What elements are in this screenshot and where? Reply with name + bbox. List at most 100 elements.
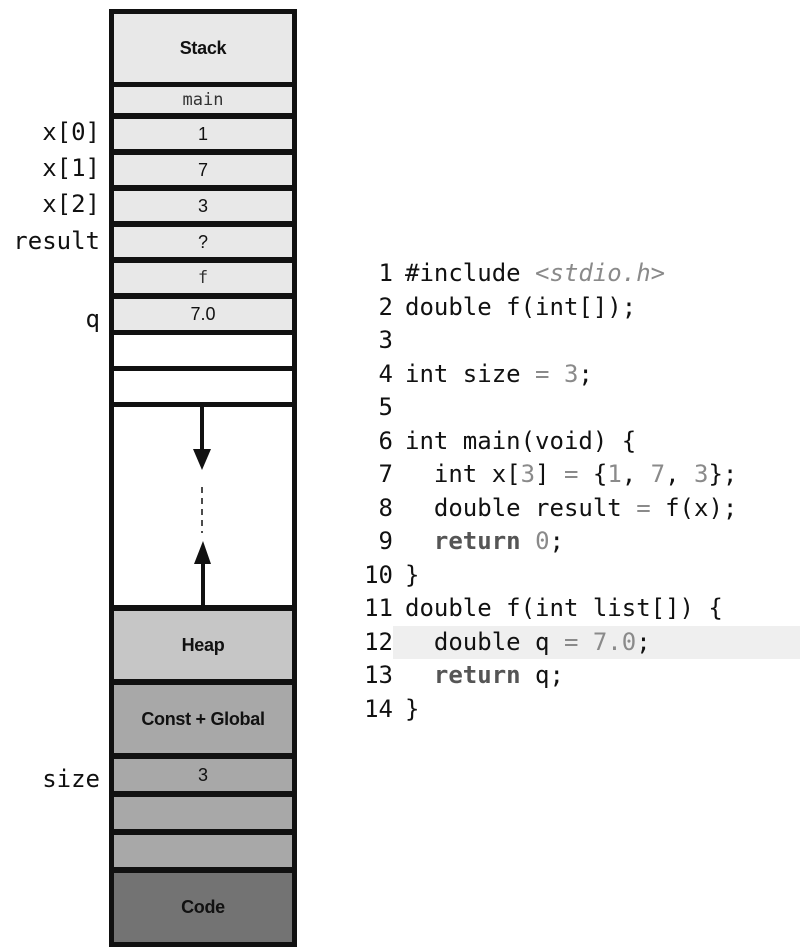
code-token: <stdio.h>	[535, 259, 666, 287]
line-number: 10	[364, 560, 393, 589]
code-text: double q = 7.0;	[393, 628, 651, 656]
code-text: double result = f(x);	[393, 494, 737, 522]
code-text: int main(void) {	[393, 427, 636, 455]
code-token: =	[563, 460, 579, 488]
code-text: return 0;	[393, 527, 564, 555]
const-global-label: Const + Global	[141, 708, 265, 729]
stack-growth-arrowhead	[193, 449, 211, 470]
code-token: ]	[535, 460, 564, 488]
code-text: int size = 3;	[393, 360, 593, 388]
line-number: 5	[378, 393, 393, 421]
label-result: result	[13, 227, 100, 255]
code-token: =	[535, 359, 550, 388]
line-number: 12	[364, 627, 393, 656]
line-number: 14	[364, 694, 393, 723]
code-line: 7 int x[3] = {1, 7, 3};	[355, 458, 800, 492]
line-number: 7	[378, 460, 393, 488]
cell-x2: 3	[114, 191, 292, 221]
code-token: 7.0	[592, 627, 637, 656]
code-token: ;	[578, 359, 593, 388]
code-token: 3	[520, 460, 536, 488]
code-region: Code	[114, 873, 292, 942]
code-token: }	[405, 694, 420, 723]
code-token: double result	[405, 493, 637, 522]
code-token: };	[708, 460, 738, 488]
code-token: ,	[665, 460, 695, 488]
code-line: 8 double result = f(x);	[355, 492, 800, 526]
line-number: 2	[378, 292, 393, 321]
code-token: f(x);	[650, 493, 738, 522]
code-text: double f(int[]);	[393, 293, 636, 321]
code-token: }	[405, 560, 420, 589]
line-number: 9	[378, 527, 393, 555]
growth-arrows	[193, 407, 211, 607]
code-token	[521, 527, 535, 555]
frame-main: main	[114, 87, 292, 113]
code-line: 5	[355, 391, 800, 425]
code-token: q;	[520, 661, 564, 689]
cell-x0-value: 1	[197, 123, 208, 144]
code-text	[393, 393, 405, 421]
code-line: 14}	[355, 693, 800, 727]
const-global-region: Const + Global	[114, 685, 292, 753]
line-number: 13	[364, 661, 393, 689]
code-token	[550, 360, 564, 388]
code-line: 10}	[355, 559, 800, 593]
cell-x0: 1	[114, 119, 292, 149]
code-token: ;	[549, 527, 564, 555]
line-number: 6	[378, 426, 393, 455]
line-number: 4	[378, 359, 393, 388]
heap-region: Heap	[114, 611, 292, 679]
code-token: int x[	[405, 460, 521, 488]
frame-main-label: main	[182, 90, 224, 110]
stack-region: Stack	[114, 14, 292, 82]
code-line: 3	[355, 324, 800, 358]
cell-size-value: 3	[197, 764, 208, 785]
code-token: =	[563, 627, 579, 656]
code-text	[393, 326, 405, 354]
line-number: 8	[378, 493, 393, 522]
cell-size: 3	[114, 759, 292, 791]
code-token: double q	[405, 627, 564, 656]
heap-label: Heap	[181, 634, 225, 655]
stack-label: Stack	[179, 37, 227, 58]
code-text: }	[393, 695, 419, 723]
cell-result: ?	[114, 227, 292, 257]
label-q: q	[85, 305, 100, 333]
code-token: int size	[405, 359, 536, 388]
code-token: 0	[535, 527, 550, 555]
code-line: 12 double q = 7.0;	[364, 625, 800, 659]
cell-x1-value: 7	[197, 159, 208, 180]
code-text: #include <stdio.h>	[393, 259, 665, 287]
code-token: int main(void) {	[405, 426, 637, 455]
label-x2: x[2]	[42, 190, 100, 218]
empty-stack-slot	[114, 335, 292, 366]
line-number: 1	[378, 259, 393, 287]
code-text: double f(int list[]) {	[393, 594, 723, 622]
code-label: Code	[181, 897, 225, 917]
code-token: 3	[694, 460, 709, 488]
code-token: #include	[405, 259, 536, 287]
cell-x2-value: 3	[197, 195, 208, 216]
line-number: 11	[364, 594, 393, 622]
cell-x1: 7	[114, 155, 292, 185]
cell-result-value: ?	[197, 231, 208, 252]
code-token: double f(int list[]) {	[405, 594, 723, 622]
code-text: return q;	[393, 661, 564, 689]
label-x0: x[0]	[42, 118, 100, 146]
empty-stack-slot	[114, 371, 292, 402]
code-line: 13 return q;	[355, 659, 800, 693]
code-line: 9 return 0;	[355, 525, 800, 559]
code-line: 6 int main(void) {	[355, 425, 800, 459]
frame-f: f	[114, 263, 292, 293]
label-x1: x[1]	[42, 154, 100, 182]
code-line: 11 double f(int list[]) {	[355, 592, 800, 626]
code-token: 3	[563, 359, 579, 388]
frame-f-label: f	[197, 268, 209, 288]
code-text: int x[3] = {1, 7, 3};	[393, 460, 738, 488]
code-token: ,	[621, 460, 651, 488]
label-size: size	[42, 765, 100, 793]
cell-q: 7.0	[114, 299, 292, 330]
